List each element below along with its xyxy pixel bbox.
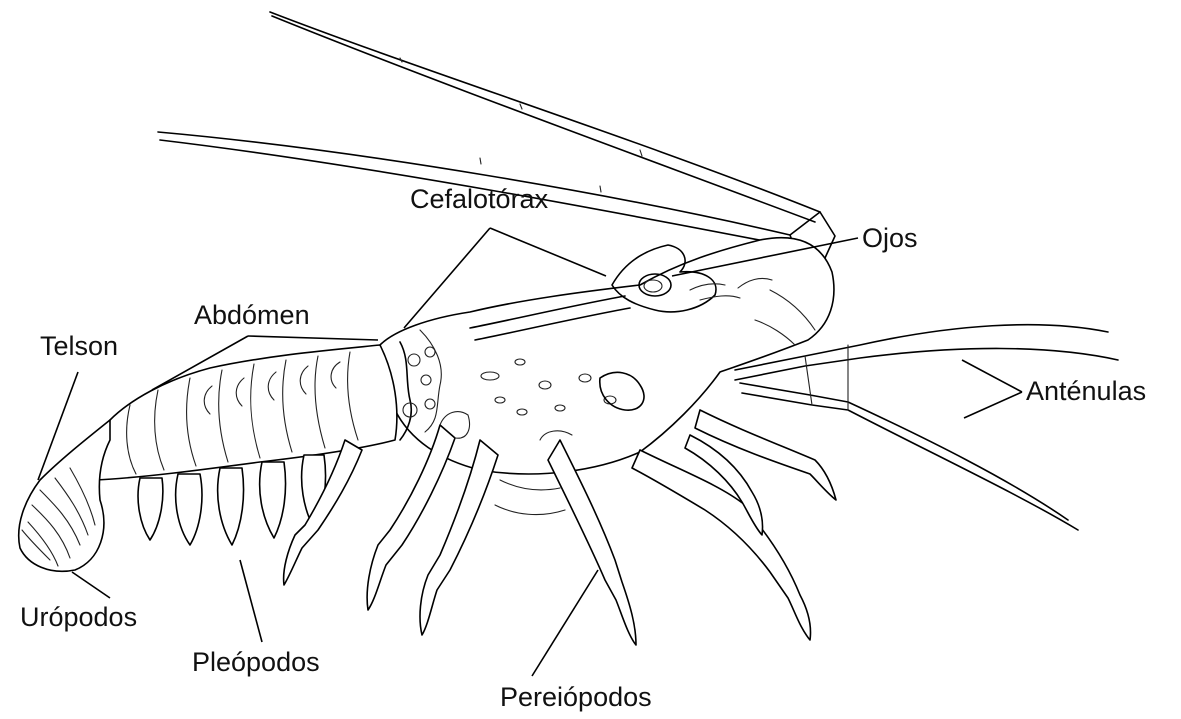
leader-antenulas-upper	[962, 360, 1022, 392]
leader-pereiopodos	[532, 570, 598, 676]
label-pleopodos: Pleópodos	[192, 649, 320, 676]
leader-uropodos	[72, 572, 110, 598]
tail-fan	[19, 420, 110, 571]
leader-antenulas-lower	[964, 392, 1022, 418]
label-pereiopodos: Pereiópodos	[500, 684, 652, 711]
leader-abdomen-right	[248, 336, 378, 340]
label-telson: Telson	[40, 333, 118, 360]
antennules	[735, 325, 1118, 530]
antennae	[158, 12, 835, 262]
label-ojos: Ojos	[862, 225, 918, 252]
label-cefalotorax: Cefalotórax	[410, 186, 548, 213]
label-antenulas: Anténulas	[1026, 378, 1146, 405]
leader-pleopodos	[240, 560, 262, 642]
leader-cefalotorax-right	[490, 228, 606, 276]
label-uropodos: Urópodos	[20, 604, 137, 631]
label-abdomen: Abdómen	[194, 302, 310, 329]
